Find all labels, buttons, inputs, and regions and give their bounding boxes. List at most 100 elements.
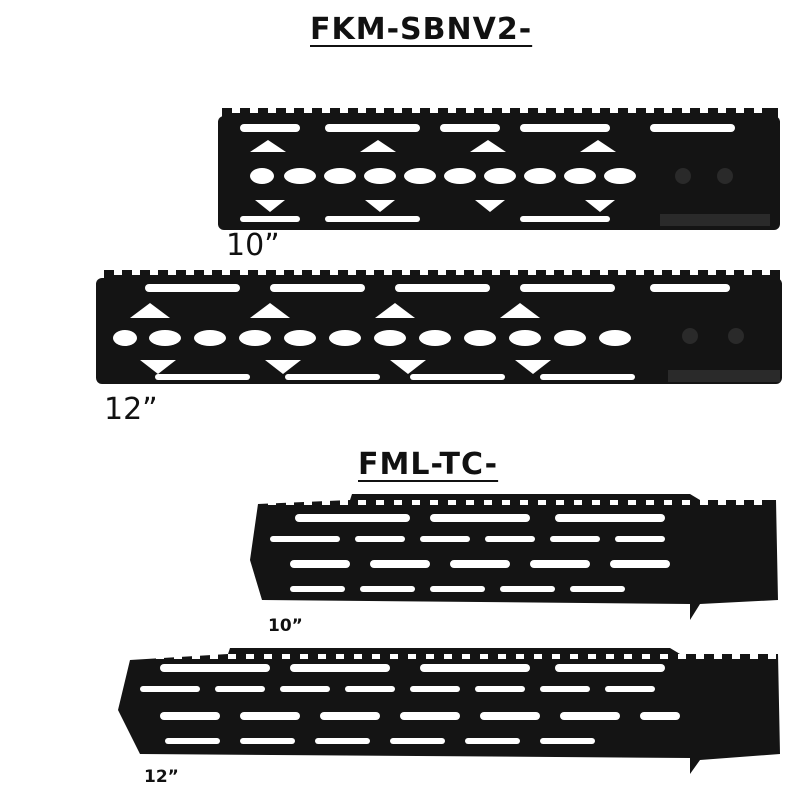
rail-notch xyxy=(210,654,218,659)
rail-notch xyxy=(682,108,690,113)
rail-notch xyxy=(358,500,366,505)
rail-notch xyxy=(430,108,438,113)
rail-notch xyxy=(610,500,618,505)
rail-notch xyxy=(570,654,578,659)
rail-notch xyxy=(186,270,194,275)
rail-notch xyxy=(232,108,240,113)
rail-notch xyxy=(376,108,384,113)
rail-notch xyxy=(660,654,668,659)
rail-notch xyxy=(754,500,762,505)
rail-notch xyxy=(732,654,740,659)
rail-notch xyxy=(456,270,464,275)
rail-notch xyxy=(268,500,276,505)
rail-notch xyxy=(606,654,614,659)
rail-notch xyxy=(402,270,410,275)
rail-notch xyxy=(762,270,770,275)
rail-notch xyxy=(552,654,560,659)
rail-notch xyxy=(646,108,654,113)
rail-notch xyxy=(466,500,474,505)
rail-notch xyxy=(372,654,380,659)
rail-notch xyxy=(150,270,158,275)
rail-notch xyxy=(700,108,708,113)
rail-notch xyxy=(444,654,452,659)
rail-notch xyxy=(246,654,254,659)
rail-notch xyxy=(340,500,348,505)
rail-notch xyxy=(592,108,600,113)
rail-notch xyxy=(682,500,690,505)
rail-notch xyxy=(538,500,546,505)
rail-notch xyxy=(420,270,428,275)
rail-notch xyxy=(484,500,492,505)
rail-notch xyxy=(736,500,744,505)
rail-notch xyxy=(474,270,482,275)
rail-notch xyxy=(480,654,488,659)
rail-notch xyxy=(498,654,506,659)
rail-notch xyxy=(408,654,416,659)
rail-notch xyxy=(448,500,456,505)
rail-notch xyxy=(294,270,302,275)
rail-notch xyxy=(664,500,672,505)
rail-notch xyxy=(438,270,446,275)
rail-notch xyxy=(516,654,524,659)
rail-notch xyxy=(448,108,456,113)
rail-notch xyxy=(336,654,344,659)
rail-notch xyxy=(718,500,726,505)
rail-notch xyxy=(492,270,500,275)
rail-notch xyxy=(714,654,722,659)
rail-notch xyxy=(466,108,474,113)
rail-notch xyxy=(282,654,290,659)
rail-notch xyxy=(462,654,470,659)
length-label-fml-12: 12” xyxy=(144,767,179,787)
rail-notch xyxy=(228,654,236,659)
rail-notch xyxy=(520,108,528,113)
rail-notch xyxy=(744,270,752,275)
rail-notch xyxy=(366,270,374,275)
rail-notch xyxy=(556,500,564,505)
rail-notch xyxy=(624,654,632,659)
rail-notch xyxy=(574,500,582,505)
rail-notch xyxy=(250,108,258,113)
rail-notch xyxy=(322,500,330,505)
rail-notch xyxy=(174,654,182,659)
rail-notch xyxy=(510,270,518,275)
rail-notch xyxy=(264,654,272,659)
rail-notch xyxy=(138,654,146,659)
rail-notch xyxy=(156,654,164,659)
rail-notch xyxy=(588,654,596,659)
rail-notch xyxy=(412,108,420,113)
rail-notch xyxy=(700,500,708,505)
rail-notch xyxy=(322,108,330,113)
model-heading-fml: FML-TC- xyxy=(358,447,499,482)
rail-notch xyxy=(736,108,744,113)
rail-notch xyxy=(520,500,528,505)
rail-notch xyxy=(574,108,582,113)
rail-notch xyxy=(430,500,438,505)
rail-notch xyxy=(564,270,572,275)
fkm10-cutouts xyxy=(240,124,735,222)
rail-notch xyxy=(340,108,348,113)
rail-notch xyxy=(394,500,402,505)
length-label-fkm-10: 10” xyxy=(226,228,280,263)
rail-notch xyxy=(268,108,276,113)
rail-notch xyxy=(718,108,726,113)
rail-notch xyxy=(312,270,320,275)
rail-notch xyxy=(132,270,140,275)
rail-notch xyxy=(348,270,356,275)
rail-notch xyxy=(114,270,122,275)
length-label-fkm-12: 12” xyxy=(104,392,158,427)
rail-notch xyxy=(330,270,338,275)
rail-notch xyxy=(768,654,776,659)
rail-notch xyxy=(304,500,312,505)
rail-notch xyxy=(168,270,176,275)
rail-notch xyxy=(618,270,626,275)
rail-notch xyxy=(610,108,618,113)
rail-notch xyxy=(300,654,308,659)
rail-notch xyxy=(678,654,686,659)
rail-notch xyxy=(318,654,326,659)
rail-notch xyxy=(240,270,248,275)
rail-notch xyxy=(664,108,672,113)
rail-notch xyxy=(600,270,608,275)
length-label-fml-10: 10” xyxy=(268,616,303,636)
